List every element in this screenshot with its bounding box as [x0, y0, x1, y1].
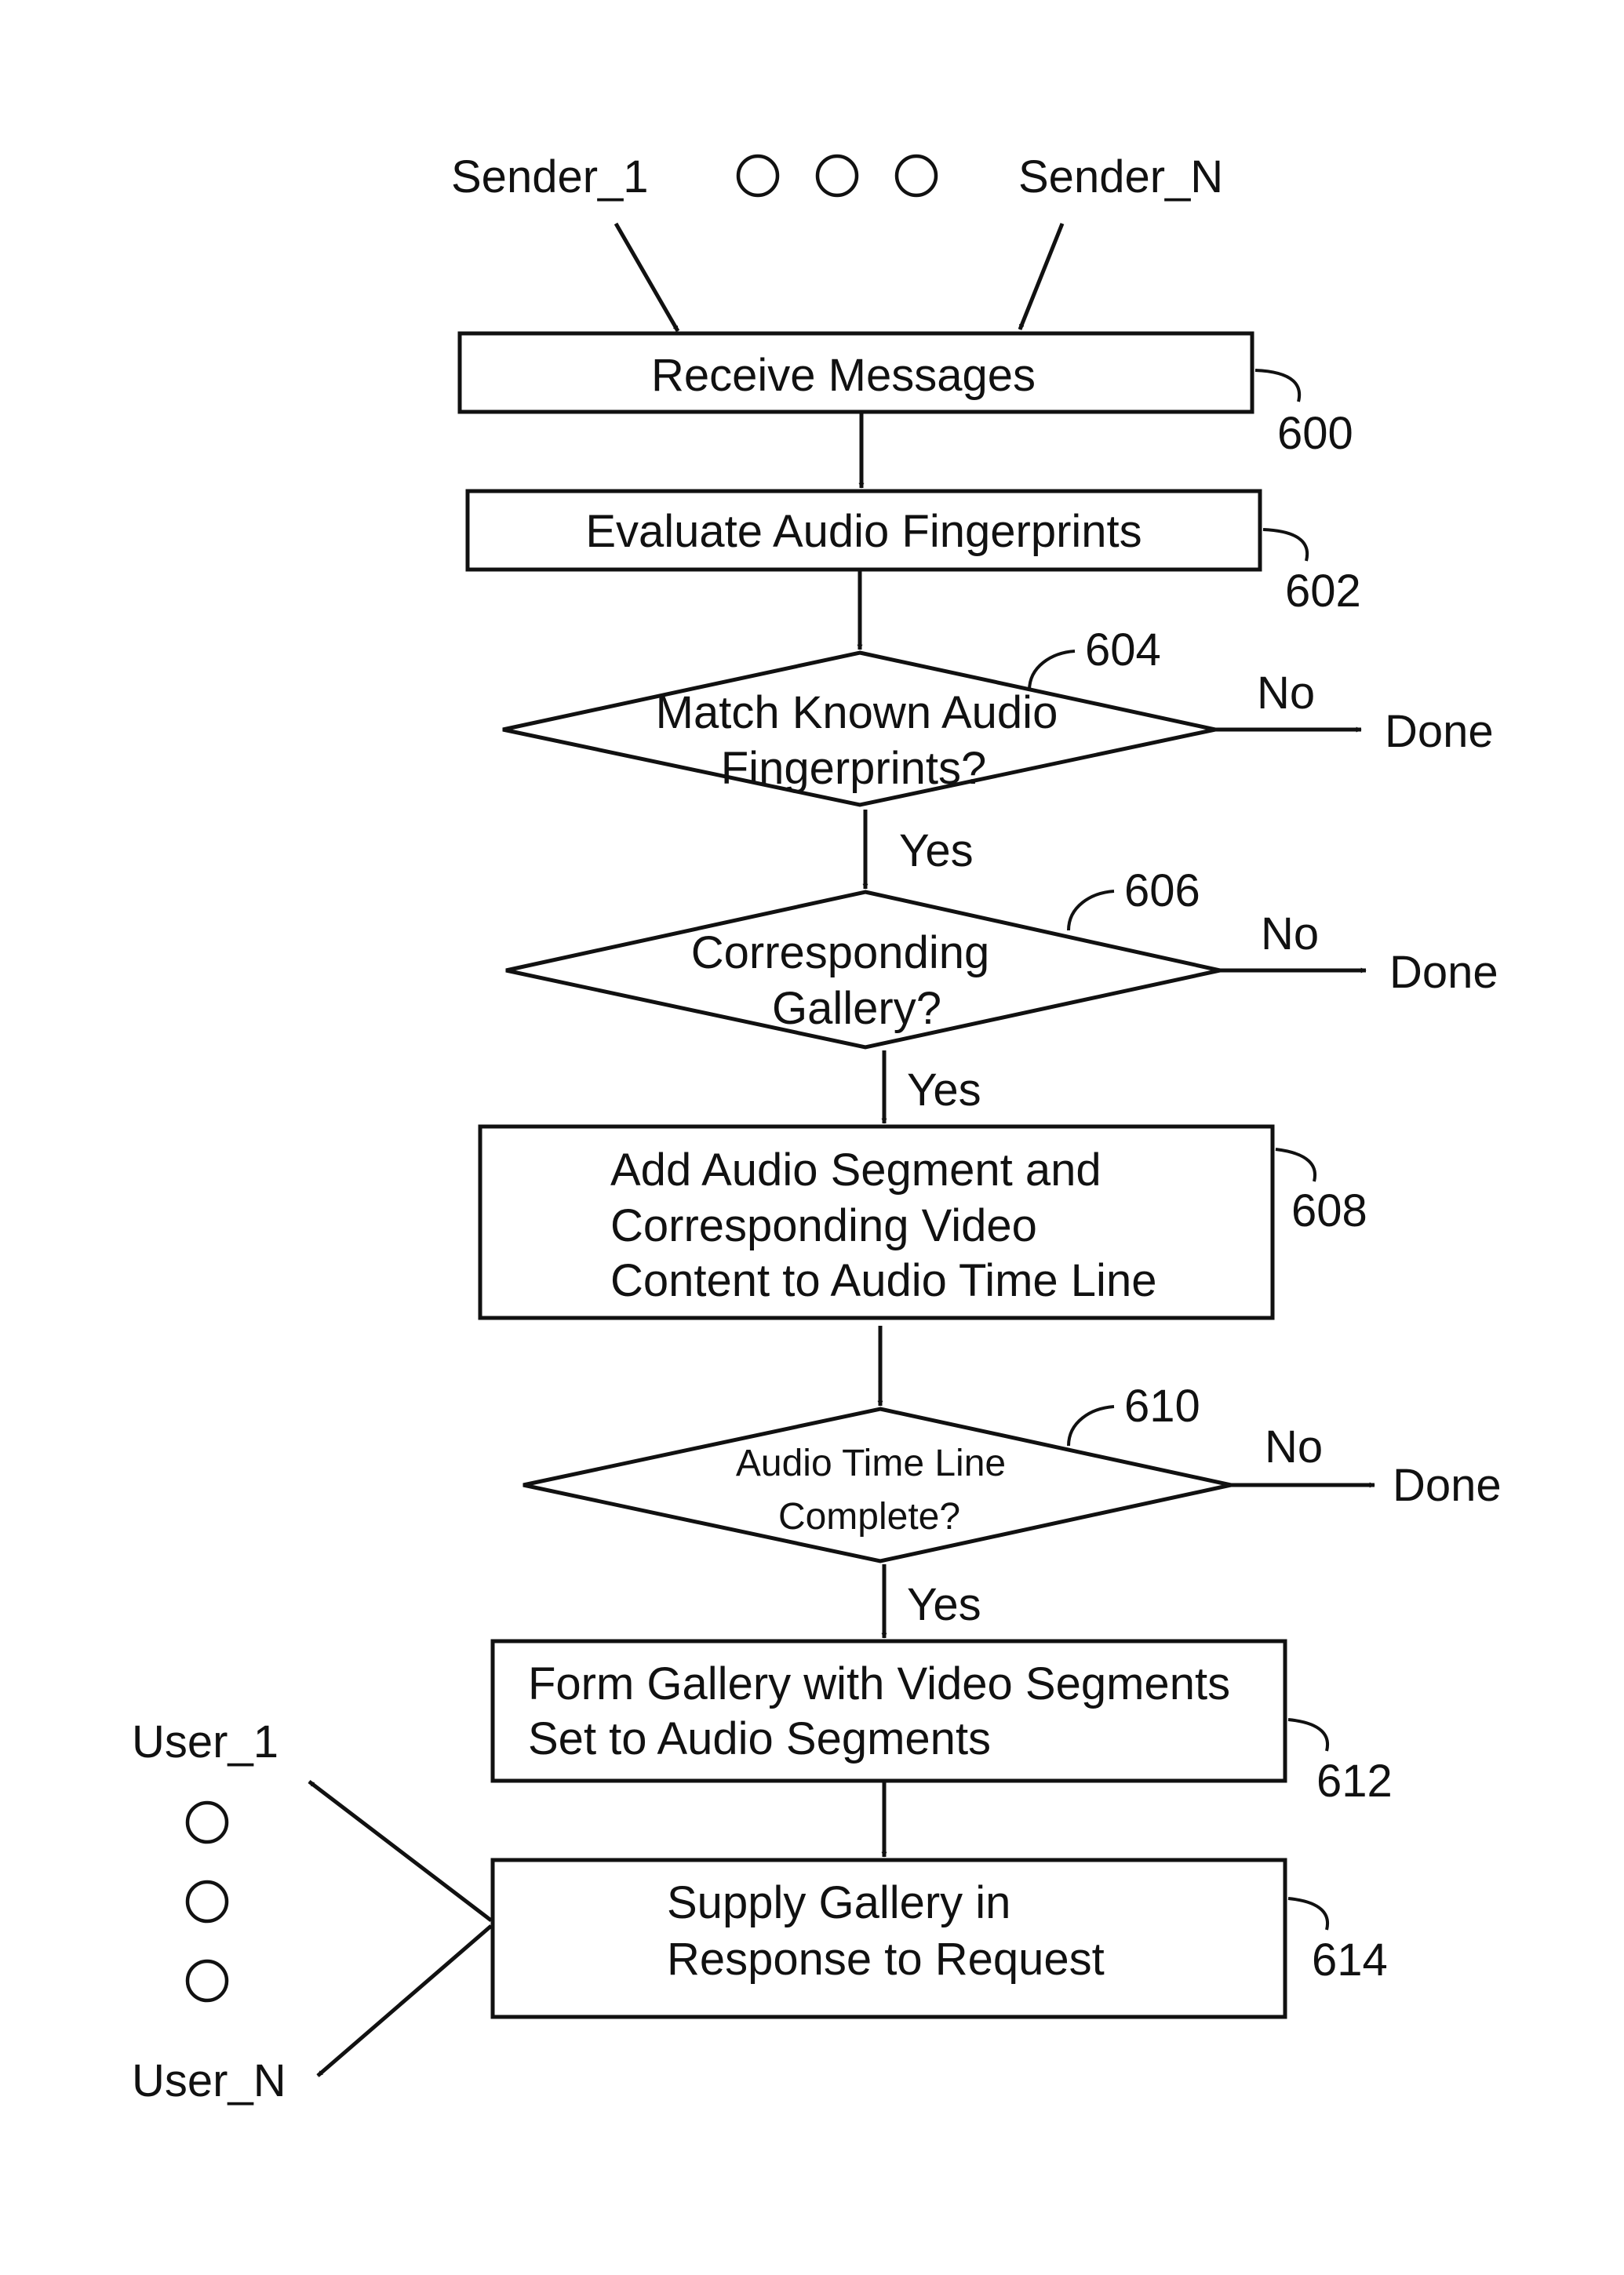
- step-608-ref-leader: [1276, 1149, 1315, 1181]
- sender-first-label: Sender_1: [451, 151, 649, 202]
- sender-first-arrow: [616, 224, 678, 331]
- step-604-no-label: No: [1257, 668, 1315, 719]
- ellipsis-dot: [188, 1803, 227, 1842]
- step-604-done: Done: [1385, 706, 1494, 757]
- step-608-text-line3: Content to Audio Time Line: [610, 1255, 1156, 1306]
- step-606-text-line2: Gallery?: [772, 983, 941, 1034]
- ellipsis-dot: [188, 1882, 227, 1921]
- step-604-text-line2: Fingerprints?: [721, 743, 986, 794]
- step-610-no-label: No: [1265, 1421, 1323, 1472]
- step-614-ref: 614: [1312, 1935, 1388, 1986]
- step-612-text-line1: Form Gallery with Video Segments: [528, 1658, 1230, 1709]
- ellipsis-dot: [817, 156, 857, 195]
- step-600-ref: 600: [1277, 408, 1353, 459]
- step-604-ref-leader: [1029, 651, 1075, 690]
- step-600-text: Receive Messages: [651, 350, 1036, 401]
- step-606-no-label: No: [1261, 908, 1319, 959]
- step-610-ref: 610: [1124, 1381, 1200, 1432]
- step-608-text-line2: Corresponding Video: [610, 1200, 1037, 1251]
- step-602-ref: 602: [1285, 566, 1361, 617]
- user-first-label: User_1: [132, 1716, 279, 1767]
- step-612-ref-leader: [1288, 1720, 1327, 1751]
- step-612-text-line2: Set to Audio Segments: [528, 1713, 991, 1764]
- step-610-text-line2: Complete?: [778, 1496, 960, 1538]
- ellipsis-dot: [738, 156, 777, 195]
- user-last-arrow: [318, 1926, 491, 2076]
- ellipsis-dot: [897, 156, 936, 195]
- step-608-ref: 608: [1291, 1185, 1367, 1236]
- step-606-ref: 606: [1124, 865, 1200, 916]
- sender-last-arrow: [1020, 224, 1062, 329]
- step-614-text-line1: Supply Gallery in: [667, 1877, 1010, 1928]
- step-606-done: Done: [1389, 947, 1498, 998]
- step-614-text-line2: Response to Request: [667, 1934, 1105, 1985]
- step-600-ref-leader: [1255, 370, 1299, 402]
- step-610-ref-leader: [1069, 1407, 1114, 1446]
- step-606-text-line1: Corresponding: [691, 927, 989, 978]
- ellipsis-dot: [188, 1961, 227, 2000]
- user-last-label: User_N: [132, 2055, 286, 2106]
- step-610-decision: [523, 1409, 1231, 1561]
- step-606-yes-label: Yes: [907, 1065, 981, 1116]
- step-602-text: Evaluate Audio Fingerprints: [585, 506, 1142, 557]
- step-612-ref: 612: [1316, 1756, 1393, 1807]
- step-614-ref-leader: [1288, 1898, 1327, 1930]
- step-610-text-line1: Audio Time Line: [736, 1443, 1006, 1484]
- step-602-ref-leader: [1263, 530, 1307, 561]
- step-604-yes-label: Yes: [899, 825, 974, 876]
- step-610-yes-label: Yes: [907, 1579, 981, 1630]
- step-610-done: Done: [1393, 1460, 1502, 1511]
- step-604-text-line1: Match Known Audio: [656, 687, 1058, 738]
- step-608-text-line1: Add Audio Segment and: [610, 1145, 1101, 1196]
- user-first-arrow: [309, 1782, 491, 1920]
- step-606-ref-leader: [1069, 891, 1114, 930]
- sender-last-label: Sender_N: [1018, 151, 1223, 202]
- step-604-ref: 604: [1085, 624, 1161, 675]
